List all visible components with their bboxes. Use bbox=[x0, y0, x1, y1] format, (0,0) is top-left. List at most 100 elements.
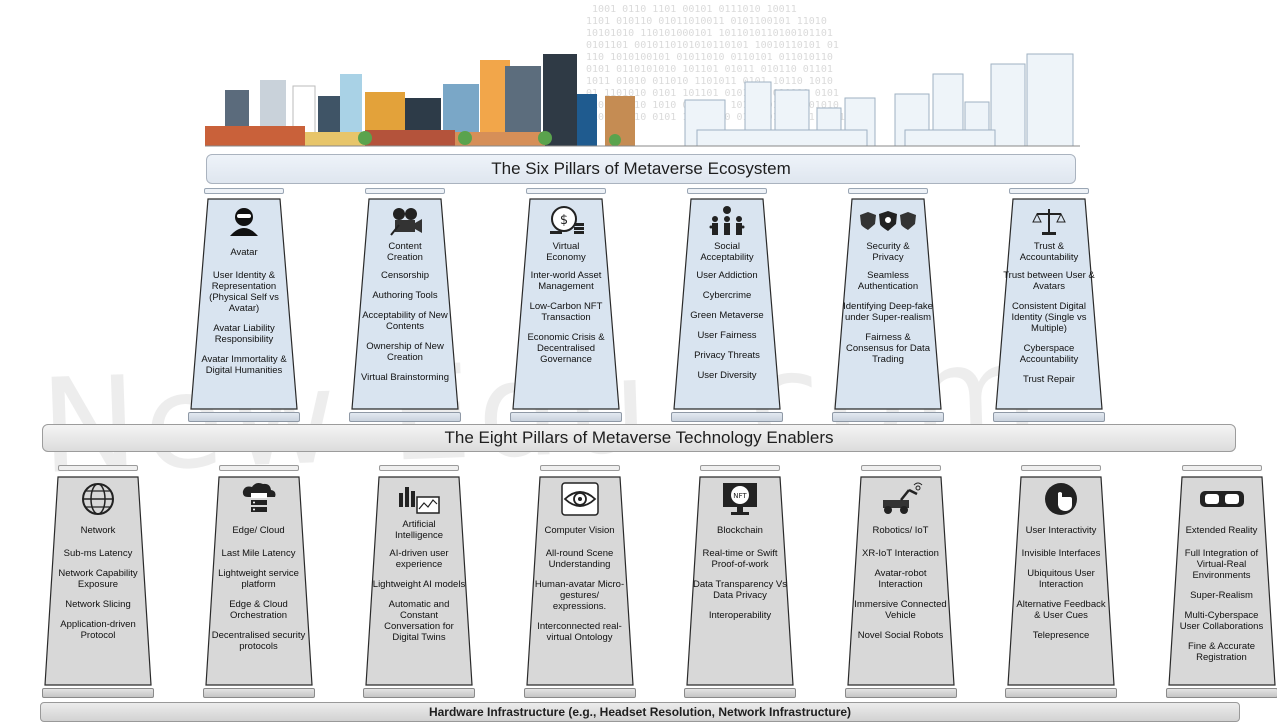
eye-icon bbox=[560, 482, 600, 516]
pillar-item: Cybercrime bbox=[702, 290, 752, 301]
ecosystem-pillar-title: Trust & Accountability bbox=[1019, 241, 1079, 263]
pillar-item: Multi-Cyberspace User Collaborations bbox=[1179, 610, 1264, 632]
enabler-pillar-cap bbox=[539, 465, 620, 471]
city-skyline bbox=[205, 53, 1080, 147]
ecosystem-pillar-title: Content Creation bbox=[387, 241, 423, 263]
pillar-item: Fine & Accurate Registration bbox=[1187, 641, 1256, 663]
pillar-item: Edge & Cloud Orchestration bbox=[229, 599, 288, 621]
pillar-item: Immersive Connected Vehicle bbox=[854, 599, 947, 621]
pillar-item: Green Metaverse bbox=[690, 310, 764, 321]
enablers-banner: The Eight Pillars of Metaverse Technolog… bbox=[42, 424, 1236, 452]
pillar-item: Cyberspace Accountability bbox=[1019, 343, 1079, 365]
enabler-pillar-cap bbox=[379, 465, 459, 471]
enabler-pillar-title: Artificial Intelligence bbox=[394, 519, 444, 541]
touch-hand-icon bbox=[1042, 482, 1080, 516]
ecosystem-pillar-cap bbox=[526, 188, 606, 194]
globe-icon bbox=[80, 482, 116, 516]
pillar-item: Network Capability Exposure bbox=[58, 568, 138, 590]
pillar-item: Identifying Deep-fake under Super-realis… bbox=[843, 301, 933, 323]
pillar-item: Avatar-robot Interaction bbox=[874, 568, 927, 590]
enabler-pillar-title: Robotics/ IoT bbox=[872, 524, 929, 536]
enabler-pillar-title: Extended Reality bbox=[1185, 524, 1258, 536]
pillar-item: Sub-ms Latency bbox=[63, 548, 133, 559]
ecosystem-pillar-base bbox=[993, 412, 1105, 422]
ecosystem-pillar-base bbox=[832, 412, 944, 422]
pillar-item: Ubiquitous User Interaction bbox=[1027, 568, 1095, 590]
ecosystem-pillar-base bbox=[349, 412, 461, 422]
pillar-item: Ownership of New Creation bbox=[366, 341, 444, 363]
pillar-item: Human-avatar Micro-gestures/ expressions… bbox=[534, 579, 625, 612]
pillar-item: Trust Repair bbox=[1023, 374, 1075, 385]
pillar-item: All-round Scene Understanding bbox=[545, 548, 614, 570]
ecosystem-pillar-title: Avatar bbox=[230, 246, 258, 258]
enabler-pillar-base bbox=[202, 688, 315, 698]
robot-vehicle-icon bbox=[879, 482, 923, 516]
ecosystem-banner: The Six Pillars of Metaverse Ecosystem bbox=[206, 154, 1076, 184]
pillar-item: Trust between User & Avatars bbox=[1003, 270, 1095, 292]
ecosystem-pillar-base bbox=[510, 412, 622, 422]
ecosystem-pillar-base bbox=[671, 412, 783, 422]
nft-monitor-icon: NFT bbox=[721, 482, 759, 516]
cloud-server-icon bbox=[240, 482, 278, 516]
pillar-item: Low-Carbon NFT Transaction bbox=[529, 301, 603, 323]
ai-chart-icon bbox=[397, 482, 441, 516]
ecosystem-pillar-cap bbox=[365, 188, 445, 194]
pillar-item: Consistent Digital Identity (Single vs M… bbox=[1011, 301, 1087, 334]
pillar-item: Last Mile Latency bbox=[221, 548, 296, 559]
pillar-item: Network Slicing bbox=[65, 599, 131, 610]
pillar-item: Virtual Brainstorming bbox=[360, 372, 449, 383]
enabler-pillar-title: Edge/ Cloud bbox=[232, 524, 285, 536]
pillar-item: Full Integration of Virtual-Real Environ… bbox=[1184, 548, 1259, 581]
pillar-item: Fairness & Consensus for Data Trading bbox=[846, 332, 930, 365]
enabler-pillar-cap bbox=[1181, 465, 1262, 471]
pillar-item: Privacy Threats bbox=[694, 350, 760, 361]
city-right bbox=[684, 53, 1074, 147]
pillar-item: Censorship bbox=[380, 270, 430, 281]
enabler-pillar-cap bbox=[58, 465, 138, 471]
pillar-item: User Identity & Representation (Physical… bbox=[209, 270, 279, 314]
pillar-item: Decentralised security protocols bbox=[211, 630, 306, 652]
enabler-pillar-base bbox=[1165, 688, 1277, 698]
enabler-pillar-cap bbox=[218, 465, 299, 471]
pillar-item: Alternative Feedback & User Cues bbox=[1016, 599, 1106, 621]
pillar-item: Lightweight AI models bbox=[372, 579, 466, 590]
svg-text:NFT: NFT bbox=[733, 492, 747, 500]
ecosystem-pillar-title: Virtual Economy bbox=[546, 241, 586, 263]
enabler-pillar-title: Blockchain bbox=[717, 524, 763, 536]
ecosystem-pillar-title: Security & Privacy bbox=[866, 241, 910, 263]
pillar-item: Real-time or Swift Proof-of-work bbox=[702, 548, 778, 570]
scales-icon bbox=[1031, 204, 1067, 238]
pillar-item: Avatar Liability Responsibility bbox=[213, 323, 275, 345]
ecosystem-pillar-cap bbox=[204, 188, 284, 194]
enabler-pillar-cap bbox=[1021, 465, 1101, 471]
pillar-item: Inter-world Asset Management bbox=[530, 270, 602, 292]
enabler-pillar-title: User Interactivity bbox=[1025, 524, 1097, 536]
enabler-pillar-base bbox=[363, 688, 475, 698]
enabler-pillar-title: Network bbox=[80, 524, 116, 536]
pillar-item: Automatic and Constant Conversation for … bbox=[384, 599, 454, 643]
pillar-item: Application-driven Protocol bbox=[60, 619, 136, 641]
pillar-item: Interconnected real-virtual Ontology bbox=[537, 621, 622, 643]
pillar-item: Interoperability bbox=[708, 610, 772, 621]
ecosystem-pillar-cap bbox=[848, 188, 928, 194]
pillar-item: XR-IoT Interaction bbox=[862, 548, 939, 559]
